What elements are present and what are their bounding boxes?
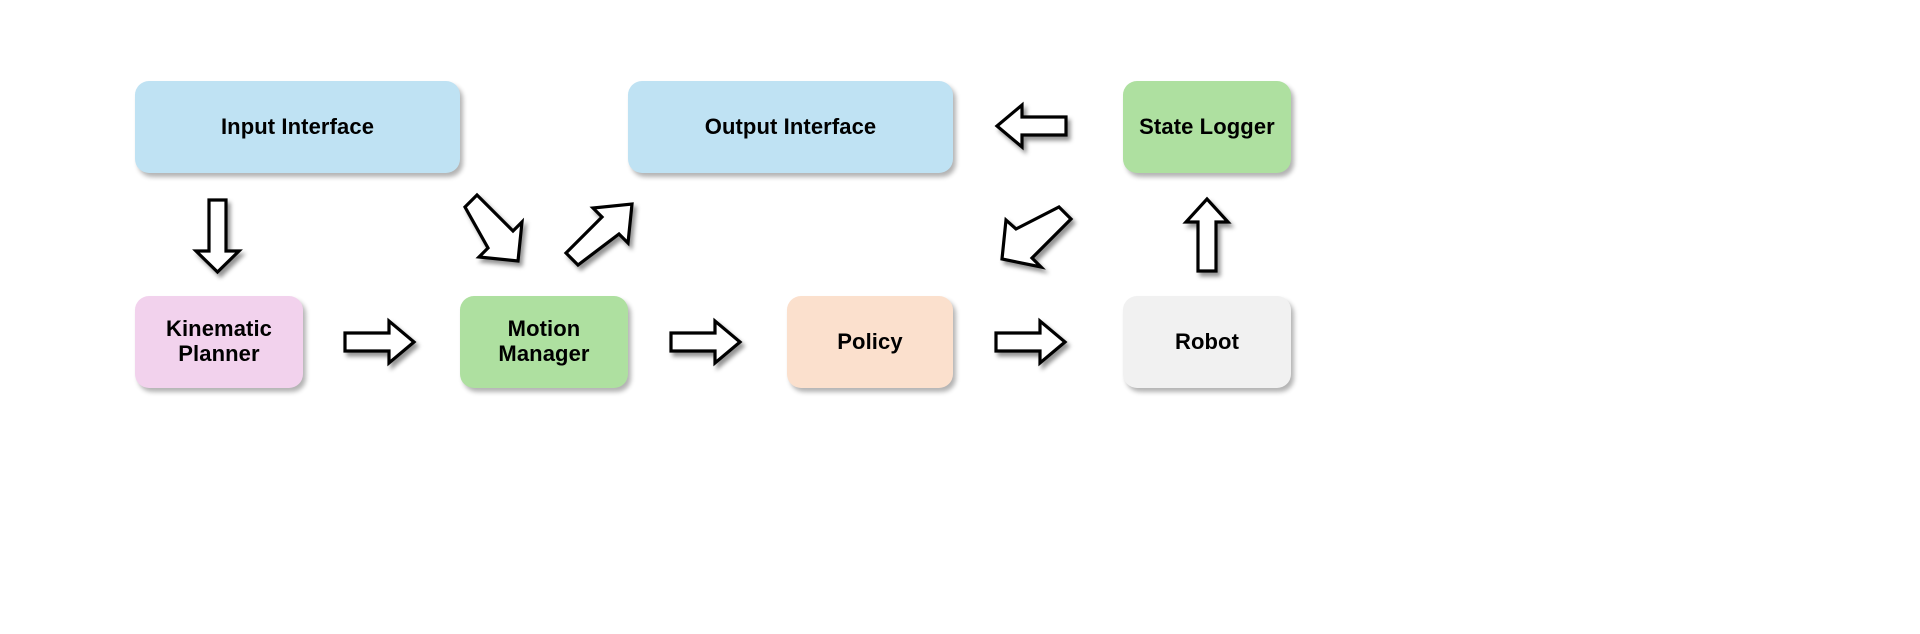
node-policy-label: Policy <box>837 328 903 354</box>
arrow-robot-to-state-logger <box>1182 196 1232 273</box>
node-state-logger[interactable]: State Logger <box>1123 81 1291 173</box>
node-policy[interactable]: Policy <box>787 296 953 388</box>
node-state-logger-label: State Logger <box>1139 113 1275 139</box>
node-output-interface-label: Output Interface <box>704 113 877 139</box>
arrow-output-to-policy <box>1000 205 1074 270</box>
arrow-motion-to-output <box>563 202 634 268</box>
arrow-state-logger-to-output <box>994 101 1068 151</box>
arrow-kinematic-to-motion <box>343 317 417 367</box>
arrow-input-to-motion <box>463 192 525 263</box>
arrow-input-to-kinematic <box>192 198 243 275</box>
node-kinematic-planner[interactable]: Kinematic Planner <box>135 296 303 388</box>
node-motion-manager-label: Motion Manager <box>498 316 590 366</box>
node-input-interface-label: Input Interface <box>220 113 375 139</box>
node-motion-manager[interactable]: Motion Manager <box>460 296 628 388</box>
node-robot[interactable]: Robot <box>1123 296 1291 388</box>
node-input-interface[interactable]: Input Interface <box>135 81 460 173</box>
node-kinematic-planner-label: Kinematic Planner <box>165 316 273 366</box>
arrow-motion-to-policy <box>669 317 743 367</box>
node-output-interface[interactable]: Output Interface <box>628 81 953 173</box>
arrow-policy-to-robot <box>994 317 1068 367</box>
node-robot-label: Robot <box>1174 328 1240 354</box>
